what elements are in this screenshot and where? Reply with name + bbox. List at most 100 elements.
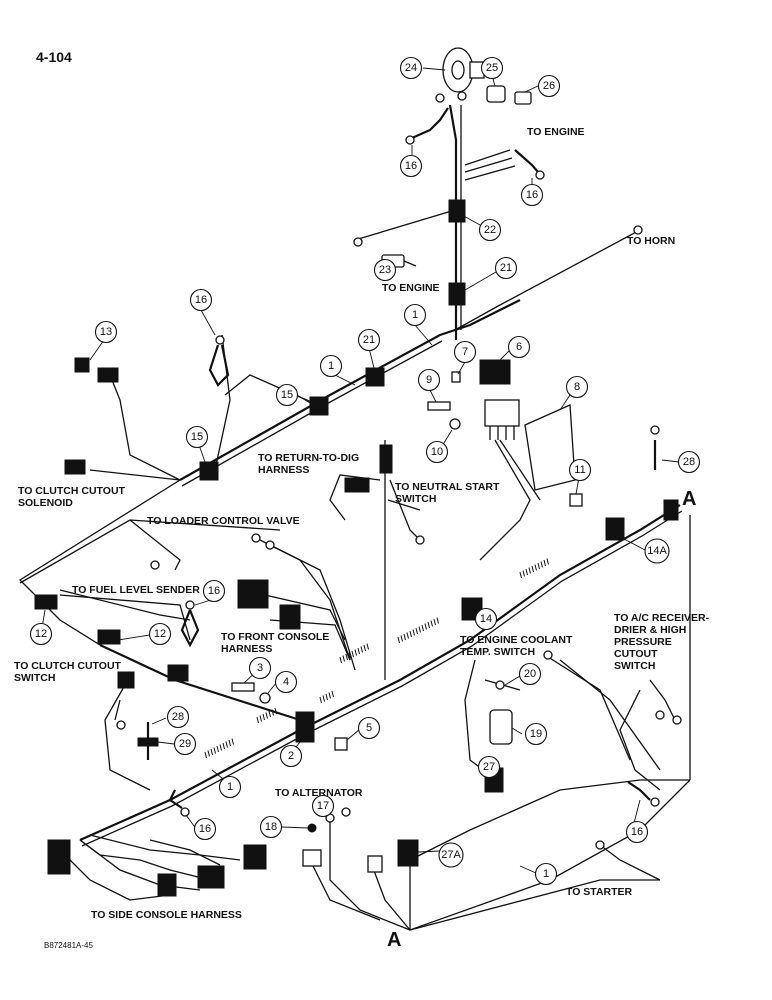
- svg-text:27: 27: [483, 761, 495, 773]
- svg-text:16: 16: [526, 189, 538, 201]
- label-to-engine-top: TO ENGINE: [527, 126, 585, 138]
- callout-5: 5: [357, 716, 381, 740]
- clip-15: [309, 396, 329, 416]
- clip-12: [34, 594, 58, 610]
- svg-text:19: 19: [530, 728, 542, 740]
- svg-text:24: 24: [405, 62, 417, 74]
- callout-16: 16: [189, 288, 213, 312]
- svg-text:23: 23: [379, 264, 391, 276]
- callout-25: 25: [480, 56, 504, 80]
- clip-22: [448, 199, 466, 223]
- callout-1: 1: [534, 862, 558, 886]
- callout-8: 8: [565, 375, 589, 399]
- svg-text:28: 28: [683, 456, 695, 468]
- label-to-starter: TO STARTER: [566, 886, 633, 898]
- components: [34, 47, 682, 897]
- svg-text:4: 4: [283, 676, 289, 688]
- callout-11: 11: [568, 458, 592, 482]
- label-to-fuel-sender: TO FUEL LEVEL SENDER: [72, 584, 200, 596]
- svg-text:22: 22: [484, 224, 496, 236]
- svg-text:16: 16: [405, 160, 417, 172]
- svg-text:7: 7: [462, 346, 468, 358]
- svg-text:3: 3: [257, 662, 263, 674]
- svg-text:2: 2: [288, 750, 294, 762]
- callout-12: 12: [29, 622, 53, 646]
- callout-14: 14: [474, 607, 498, 631]
- svg-text:16: 16: [195, 294, 207, 306]
- svg-text:1: 1: [227, 781, 233, 793]
- coolant-temp-switch: [489, 709, 513, 745]
- callout-3: 3: [248, 656, 272, 680]
- bolt: [427, 401, 451, 411]
- callout-12: 12: [148, 622, 172, 646]
- connector-mark-a-right: A: [682, 488, 696, 510]
- relay-socket: [484, 399, 520, 427]
- solenoid-connector: [74, 357, 90, 373]
- svg-text:10: 10: [431, 446, 443, 458]
- text-labels: TO ENGINE TO HORN TO ENGINE TO CLUTCH CU…: [14, 126, 710, 951]
- svg-text:25: 25: [486, 62, 498, 74]
- callout-29: 29: [173, 732, 197, 756]
- svg-text:16: 16: [631, 826, 643, 838]
- svg-text:16: 16: [208, 585, 220, 597]
- return-to-dig-connector: [379, 444, 393, 474]
- clip-15-lower: [199, 461, 219, 481]
- svg-text:5: 5: [366, 722, 372, 734]
- callout-4: 4: [274, 670, 298, 694]
- callout-14A: 14A: [644, 538, 670, 564]
- callout-17: 17: [311, 794, 335, 818]
- svg-text:8: 8: [574, 381, 580, 393]
- bolt-3: [231, 682, 255, 692]
- callout-6: 6: [507, 335, 531, 359]
- callout-15: 15: [275, 383, 299, 407]
- front-console-connector: [237, 579, 269, 609]
- bracket: [524, 404, 576, 491]
- callout-1: 1: [218, 775, 242, 799]
- nut-5: [334, 737, 348, 751]
- label-to-loader-valve: TO LOADER CONTROL VALVE: [147, 515, 300, 527]
- callout-21: 21: [357, 328, 381, 352]
- callout-20: 20: [518, 662, 542, 686]
- callout-27A: 27A: [438, 842, 464, 868]
- callout-26: 26: [537, 74, 561, 98]
- callout-27: 27: [477, 755, 501, 779]
- svg-text:15: 15: [281, 389, 293, 401]
- callout-21: 21: [494, 256, 518, 280]
- clip-2: [295, 711, 315, 743]
- harness-wires: [18, 104, 691, 931]
- callout-24: 24: [399, 56, 423, 80]
- svg-text:21: 21: [500, 262, 512, 274]
- svg-text:29: 29: [179, 738, 191, 750]
- clip-21: [448, 282, 466, 306]
- label-to-horn: TO HORN: [627, 235, 675, 247]
- svg-text:27A: 27A: [441, 849, 461, 861]
- callout-16: 16: [193, 817, 217, 841]
- svg-text:12: 12: [154, 628, 166, 640]
- svg-text:15: 15: [191, 431, 203, 443]
- nut: [449, 418, 461, 430]
- clip-27a: [397, 839, 419, 867]
- svg-text:9: 9: [426, 374, 432, 386]
- relay: [479, 359, 511, 385]
- callout-18: 18: [259, 815, 283, 839]
- wire-coverings: [204, 558, 549, 759]
- svg-text:6: 6: [516, 341, 522, 353]
- callout-1: 1: [403, 303, 427, 327]
- svg-text:21: 21: [363, 334, 375, 346]
- callout-13: 13: [94, 320, 118, 344]
- svg-text:1: 1: [328, 360, 334, 372]
- svg-text:16: 16: [199, 823, 211, 835]
- svg-text:17: 17: [317, 800, 329, 812]
- callout-1: 1: [319, 354, 343, 378]
- callout-16: 16: [202, 579, 226, 603]
- svg-text:1: 1: [412, 309, 418, 321]
- fitting: [514, 91, 532, 105]
- svg-text:20: 20: [524, 668, 536, 680]
